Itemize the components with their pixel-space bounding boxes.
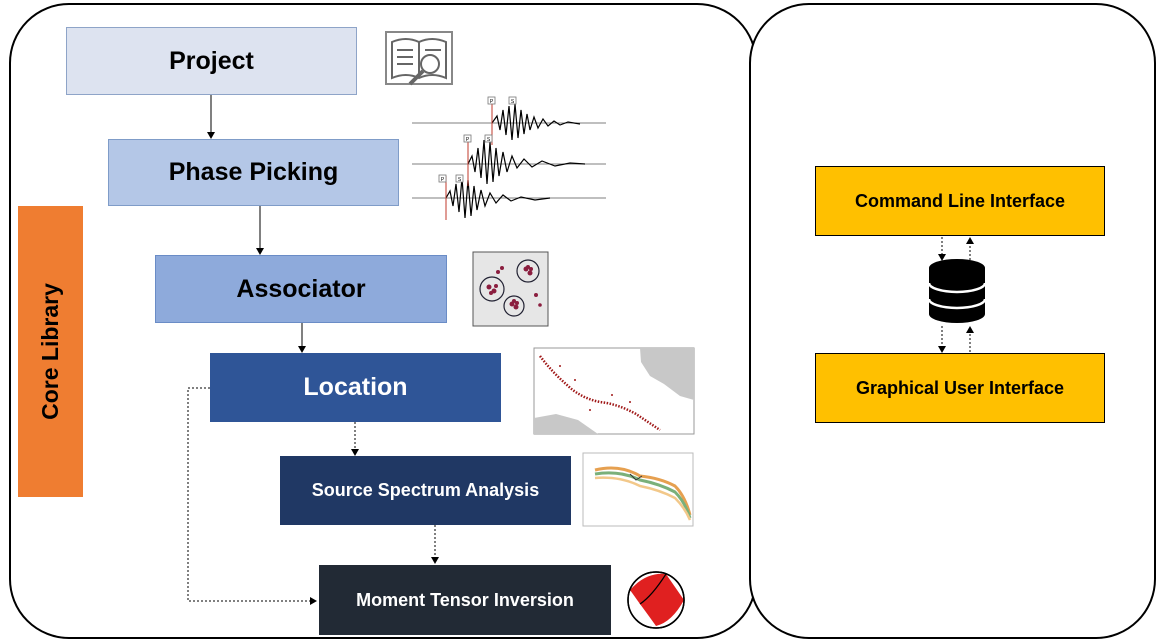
svg-text:P: P — [490, 99, 494, 105]
arrow-location-to-moment — [187, 387, 317, 605]
cluster-thumbnail — [472, 251, 549, 327]
database-icon — [927, 259, 987, 323]
moment-tensor-box: Moment Tensor Inversion — [319, 565, 611, 635]
svg-text:P: P — [466, 137, 470, 143]
core-library-label: Core Library — [18, 206, 83, 497]
phase-picking-box: Phase Picking — [108, 139, 399, 206]
svg-text:P: P — [441, 177, 445, 183]
phase-picking-label: Phase Picking — [168, 158, 339, 186]
source-spectrum-box: Source Spectrum Analysis — [280, 456, 571, 525]
moment-tensor-label: Moment Tensor Inversion — [356, 589, 574, 610]
location-label: Location — [303, 373, 408, 401]
location-box: Location — [210, 353, 501, 422]
svg-text:S: S — [487, 137, 491, 143]
source-spectrum-label: Source Spectrum Analysis — [311, 480, 540, 500]
project-box: Project — [66, 27, 357, 95]
beachball-icon — [627, 571, 685, 629]
svg-text:S: S — [511, 99, 515, 105]
cli-label: Command Line Interface — [854, 190, 1066, 211]
project-label: Project — [169, 46, 254, 75]
cli-box: Command Line Interface — [815, 166, 1105, 236]
book-magnifier-icon — [385, 31, 453, 86]
core-library-text: Core Library — [37, 283, 64, 420]
associator-label: Associator — [236, 274, 366, 303]
gui-label: Graphical User Interface — [855, 377, 1065, 398]
gui-box: Graphical User Interface — [815, 353, 1105, 423]
associator-box: Associator — [155, 255, 447, 323]
map-thumbnail — [533, 347, 695, 435]
svg-text:S: S — [458, 177, 462, 183]
spectrum-thumbnail — [582, 452, 694, 527]
seismogram-thumbnail: P S P S P S — [412, 96, 606, 220]
